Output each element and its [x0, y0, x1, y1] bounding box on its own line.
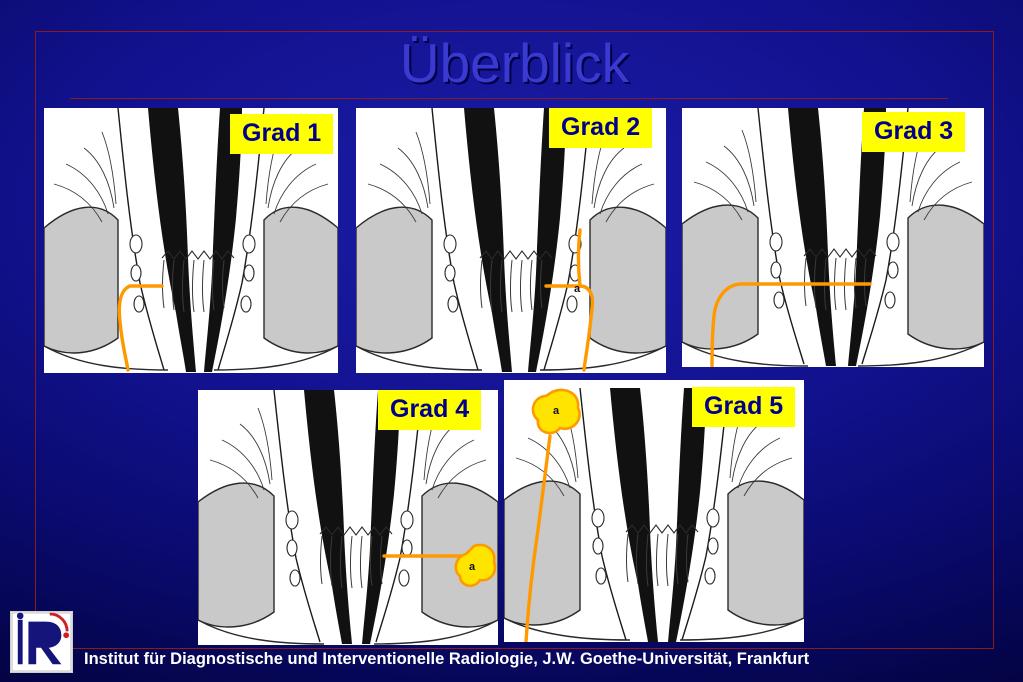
- marker-label-5: a: [553, 405, 560, 417]
- figure-panel-grad-4[interactable]: a Grad 4: [198, 390, 498, 645]
- figure-panel-grad-5[interactable]: a Grad 5: [504, 380, 804, 642]
- logo-mark-ir: [11, 612, 72, 672]
- anatomy-diagram-5: a: [504, 387, 804, 642]
- slide-frame: [35, 31, 994, 649]
- abscess-marker-5: [531, 388, 581, 435]
- figure-panel-grad-3[interactable]: Grad 3: [682, 108, 984, 367]
- page-title: Überblick: [399, 32, 630, 94]
- footer-institution: Institut für Diagnostische und Intervent…: [84, 650, 810, 668]
- marker-label-2: a: [574, 283, 581, 295]
- anatomy-diagram-2: a: [356, 108, 666, 372]
- anatomy-diagram-3: [682, 108, 984, 367]
- title-divider: [70, 98, 948, 99]
- abscess-marker-4: [454, 543, 497, 588]
- institute-logo: [10, 611, 73, 673]
- badge-grad-2: Grad 2: [549, 108, 653, 148]
- badge-grad-5: Grad 5: [692, 387, 796, 427]
- figure-panel-grad-2[interactable]: a Grad 2: [356, 108, 666, 373]
- anatomy-diagram-4: a: [198, 390, 498, 645]
- figure-panel-grad-1[interactable]: Grad 1: [44, 108, 338, 373]
- badge-grad-4: Grad 4: [378, 390, 482, 430]
- marker-label-4: a: [469, 561, 476, 573]
- badge-grad-3: Grad 3: [862, 112, 966, 152]
- badge-grad-1: Grad 1: [230, 114, 334, 154]
